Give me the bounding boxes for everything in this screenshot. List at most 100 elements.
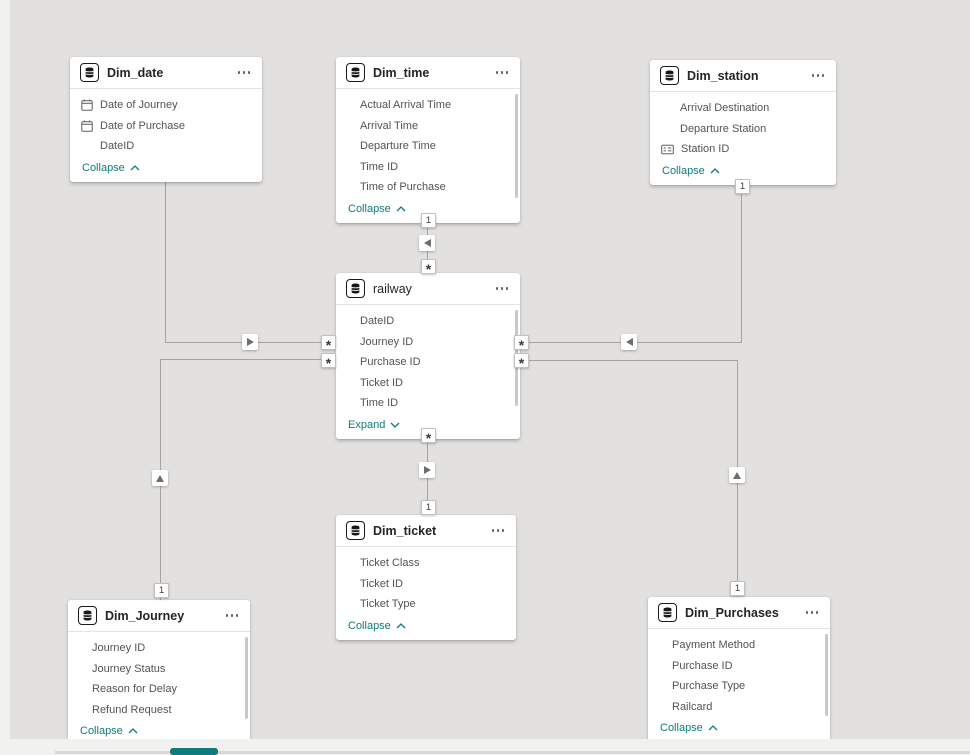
table-header[interactable]: Dim_date bbox=[70, 57, 262, 89]
field-row[interactable]: Time of Purchase bbox=[336, 177, 520, 198]
field-row[interactable]: Refund Request bbox=[68, 700, 250, 721]
more-options-icon[interactable] bbox=[490, 525, 507, 536]
field-row[interactable]: Payment Method bbox=[648, 635, 830, 656]
field-row[interactable]: Journey Status bbox=[68, 659, 250, 680]
more-options-icon[interactable] bbox=[236, 67, 253, 78]
field-row[interactable]: Purchase ID bbox=[648, 656, 830, 677]
table-title: Dim_time bbox=[373, 65, 430, 80]
cardinality-badge-many: * bbox=[514, 353, 529, 371]
field-row[interactable]: Arrival Destination bbox=[650, 98, 836, 119]
vertical-scrollbar-thumb[interactable] bbox=[515, 94, 518, 198]
table-card-dim-date[interactable]: Dim_date Date of Journey Date of Purchas… bbox=[70, 57, 262, 182]
collapse-link[interactable]: Collapse bbox=[650, 160, 836, 185]
field-row[interactable]: Arrival Time bbox=[336, 116, 520, 137]
cardinality-badge-one: 1 bbox=[154, 583, 169, 598]
relationship-line[interactable] bbox=[520, 360, 738, 362]
expand-link[interactable]: Expand bbox=[336, 414, 520, 439]
table-header[interactable]: Dim_Journey bbox=[68, 600, 250, 632]
calendar-icon bbox=[81, 99, 93, 111]
table-header[interactable]: Dim_Purchases bbox=[648, 597, 830, 629]
field-row[interactable]: Ticket ID bbox=[336, 373, 520, 394]
table-card-dim-ticket[interactable]: Dim_ticket Ticket Class Ticket ID Ticket… bbox=[336, 515, 516, 640]
more-options-icon[interactable] bbox=[224, 610, 241, 621]
field-row[interactable]: Ticket Class bbox=[336, 553, 516, 574]
table-icon bbox=[80, 63, 99, 82]
more-options-icon[interactable] bbox=[494, 283, 511, 294]
more-options-icon[interactable] bbox=[810, 70, 827, 81]
field-name: Railcard bbox=[672, 700, 713, 713]
field-name: Time ID bbox=[360, 397, 399, 410]
table-card-dim-time[interactable]: Dim_time Actual Arrival Time Arrival Tim… bbox=[336, 57, 520, 223]
field-row[interactable]: Date of Purchase bbox=[70, 116, 262, 137]
id-card-icon bbox=[661, 144, 674, 155]
field-row[interactable]: Ticket ID bbox=[336, 574, 516, 595]
table-icon bbox=[660, 66, 679, 85]
table-header[interactable]: Dim_station bbox=[650, 60, 836, 92]
field-name: Ticket ID bbox=[360, 577, 403, 590]
field-row[interactable]: Station ID bbox=[650, 139, 836, 160]
relationship-line[interactable] bbox=[165, 177, 167, 343]
cardinality-badge-many: * bbox=[321, 353, 336, 371]
vertical-scrollbar-thumb[interactable] bbox=[825, 634, 828, 716]
field-row[interactable]: Reason for Delay bbox=[68, 679, 250, 700]
table-header[interactable]: railway bbox=[336, 273, 520, 305]
field-row[interactable]: Journey ID bbox=[336, 332, 520, 353]
filter-arrow-left-icon bbox=[419, 235, 435, 251]
table-header[interactable]: Dim_ticket bbox=[336, 515, 516, 547]
table-header[interactable]: Dim_time bbox=[336, 57, 520, 89]
vertical-scrollbar-thumb[interactable] bbox=[245, 637, 248, 719]
field-name: Purchase ID bbox=[672, 659, 733, 672]
collapse-link[interactable]: Collapse bbox=[648, 717, 830, 742]
field-name: Date of Journey bbox=[100, 99, 178, 112]
table-card-dim-station[interactable]: Dim_station Arrival Destination Departur… bbox=[650, 60, 836, 185]
field-row[interactable]: Journey ID bbox=[68, 638, 250, 659]
table-title: railway bbox=[373, 281, 412, 296]
field-name: Journey ID bbox=[360, 335, 414, 348]
more-options-icon[interactable] bbox=[804, 607, 821, 618]
table-card-dim-purchases[interactable]: Dim_Purchases Payment Method Purchase ID… bbox=[648, 597, 830, 742]
field-name: Ticket Class bbox=[360, 557, 420, 570]
calendar-icon bbox=[81, 120, 93, 132]
collapse-link[interactable]: Collapse bbox=[70, 157, 262, 182]
field-row[interactable]: Departure Time bbox=[336, 136, 520, 157]
field-name: Actual Arrival Time bbox=[360, 99, 452, 112]
horizontal-scrollbar-thumb[interactable] bbox=[170, 748, 218, 755]
field-row[interactable]: Purchase ID bbox=[336, 352, 520, 373]
left-panel-edge bbox=[0, 0, 10, 755]
field-row[interactable]: Ticket Type bbox=[336, 594, 516, 615]
field-row[interactable]: Purchase Type bbox=[648, 676, 830, 697]
collapse-link[interactable]: Collapse bbox=[68, 720, 250, 745]
table-icon bbox=[346, 521, 365, 540]
horizontal-scrollbar-track[interactable] bbox=[55, 751, 970, 754]
collapse-link[interactable]: Collapse bbox=[336, 615, 516, 640]
relationship-line[interactable] bbox=[741, 178, 743, 343]
field-row[interactable]: Time ID bbox=[336, 157, 520, 178]
field-name: Time of Purchase bbox=[360, 181, 446, 194]
table-card-railway[interactable]: railway DateID Journey ID Purchase ID Ti… bbox=[336, 273, 520, 439]
field-row[interactable]: Actual Arrival Time bbox=[336, 95, 520, 116]
field-name: Ticket ID bbox=[360, 376, 403, 389]
field-row[interactable]: DateID bbox=[336, 311, 520, 332]
field-name: DateID bbox=[360, 315, 395, 328]
field-row[interactable]: DateID bbox=[70, 136, 262, 157]
field-name: Arrival Time bbox=[360, 119, 419, 132]
field-name: Purchase Type bbox=[672, 680, 746, 693]
collapse-link[interactable]: Collapse bbox=[336, 198, 520, 223]
collapse-label: Collapse bbox=[660, 722, 703, 734]
cardinality-badge-one: 1 bbox=[421, 213, 436, 228]
field-name: Refund Request bbox=[92, 703, 172, 716]
collapse-label: Collapse bbox=[80, 725, 123, 737]
chevron-up-icon bbox=[708, 725, 718, 731]
filter-arrow-up-icon bbox=[152, 470, 168, 486]
more-options-icon[interactable] bbox=[494, 67, 511, 78]
field-row[interactable]: Railcard bbox=[648, 697, 830, 718]
field-row[interactable]: Departure Station bbox=[650, 119, 836, 140]
relationship-line[interactable] bbox=[160, 359, 336, 361]
field-name: Departure Station bbox=[680, 122, 767, 135]
field-name: Departure Time bbox=[360, 140, 436, 153]
field-row[interactable]: Date of Journey bbox=[70, 95, 262, 116]
chevron-up-icon bbox=[396, 622, 406, 628]
table-card-dim-journey[interactable]: Dim_Journey Journey ID Journey Status Re… bbox=[68, 600, 250, 745]
field-row[interactable]: Time ID bbox=[336, 393, 520, 414]
